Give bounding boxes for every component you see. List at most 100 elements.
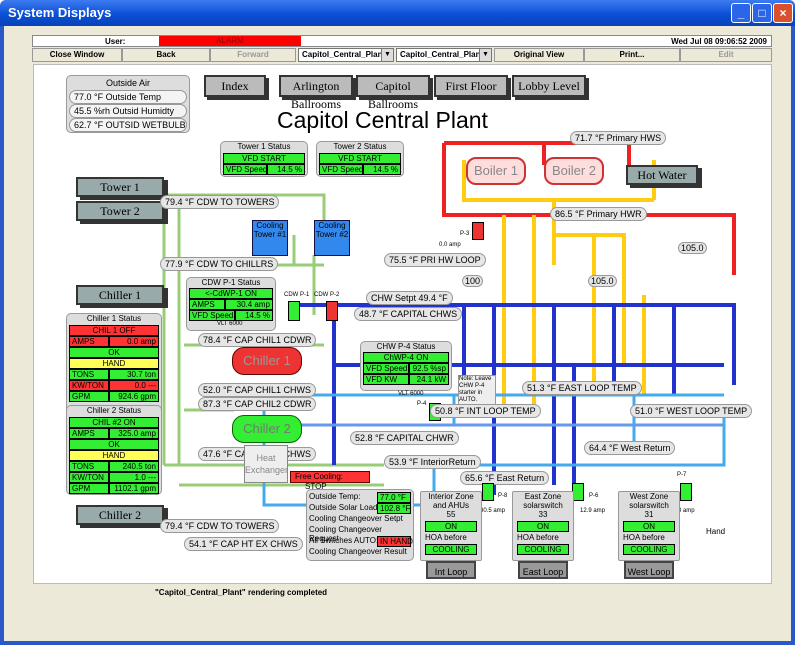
primary-hwr-temp: 86.5 °F Primary HWR: [550, 207, 647, 221]
int-loop-temp: 50.8 °F INT LOOP TEMP: [430, 404, 541, 418]
east-loop-button[interactable]: East Loop: [518, 561, 568, 579]
chiller-2-ok: OK: [69, 439, 159, 450]
chiller-1-button[interactable]: Chiller 1: [76, 285, 164, 305]
cc-result: Cooling Changeover Result: [309, 547, 407, 556]
west-zone-name: West Zone solarswitch: [629, 492, 669, 510]
chiller-2-title: Chiller 2 Status: [86, 406, 142, 415]
chevron-down-icon: ▼: [479, 49, 491, 61]
p7-pump-icon[interactable]: [680, 483, 692, 501]
west-return-temp: 64.4 °F West Return: [584, 441, 676, 455]
nav-arlington-ballrooms[interactable]: Arlington Ballrooms: [279, 75, 353, 111]
west-zone-hoa: HOA before: [623, 533, 665, 542]
east-return-temp: 65.6 °F East Return: [460, 471, 550, 485]
close-window-button[interactable]: Close Window: [32, 48, 122, 62]
chw-p4-vfd-label: VFD Speed: [363, 363, 409, 374]
interior-zone-mode: COOLING: [425, 544, 477, 555]
free-cooling-state[interactable]: STOP: [305, 482, 327, 491]
p3-amps: 0.0 amp: [439, 242, 461, 248]
chiller-2-button[interactable]: Chiller 2: [76, 505, 164, 525]
outside-air-title: Outside Air: [105, 78, 151, 88]
select-1-value: Capitol_Central_Plant: [302, 50, 386, 59]
west-zone-mode: COOLING: [623, 544, 675, 555]
chiller-1-gpm: 924.6 gpm: [109, 391, 159, 402]
interior-zone-hoa: HOA before: [425, 533, 467, 542]
minimize-icon[interactable]: _: [731, 3, 751, 23]
display-select-2[interactable]: Capitol_Central_Plant▼: [396, 48, 492, 62]
p8-pump-icon[interactable]: [482, 483, 494, 501]
cdw-to-towers-temp: 79.4 °F CDW TO TOWERS: [160, 195, 280, 209]
tower-2-title: Tower 2 Status: [333, 142, 387, 151]
cc-switches[interactable]: IN HAND: [377, 536, 413, 547]
east-zone-name: East Zone solarswitch: [523, 492, 563, 510]
boiler-1[interactable]: Boiler 1: [466, 157, 526, 185]
chiller-1[interactable]: Chiller 1: [232, 347, 302, 375]
cc-setpt: Cooling Changeover Setpt: [309, 514, 403, 523]
plant-graphic: Capitol Central Plant Index Arlington Ba…: [33, 64, 772, 584]
cdw-p2-pump-icon[interactable]: [326, 301, 338, 321]
chiller-1-amps-label: AMPS: [69, 336, 109, 347]
tower-2-vfd-speed: 14.5 %: [363, 164, 401, 175]
toolbar: Close Window Back Forward Capitol_Centra…: [32, 48, 772, 62]
chiller-2[interactable]: Chiller 2: [232, 415, 302, 443]
outside-air-panel: Outside Air 77.0 °F Outside Temp 45.5 %r…: [66, 75, 190, 133]
tower-1-status: Tower 1 Status VFD START VFD Speed 14.5 …: [220, 141, 308, 177]
chw-p4-kw-label: VFD KW: [363, 374, 409, 385]
back-button[interactable]: Back: [122, 48, 210, 62]
outside-temp: 77.0 °F Outside Temp: [69, 90, 187, 104]
cc-outside-temp: 77.0 °F: [377, 492, 411, 503]
edit-button[interactable]: Edit: [680, 48, 772, 62]
ht-ex-chws-temp: 54.1 °F CAP HT EX CHWS: [184, 537, 303, 551]
chiller-2-kwton-label: KW/TON: [69, 472, 109, 483]
east-zone-panel: East Zone solarswitch 33 ON HOA before C…: [512, 491, 574, 561]
heat-exchanger[interactable]: Heat Exchanger: [244, 445, 288, 483]
chiller-2-gpm: 1102.1 gpm: [109, 483, 159, 494]
chw-p4-status: CHW P-4 Status ChWP-4 ON VFD Speed 92.5 …: [360, 341, 452, 391]
cooling-tower-1[interactable]: Cooling Tower #1: [252, 220, 288, 256]
tower-1-vfd-start: VFD START: [223, 153, 305, 164]
east-zone-on: ON: [517, 521, 569, 532]
chw-setpt: CHW Setpt 49.4 °F: [366, 291, 453, 305]
maximize-icon[interactable]: □: [752, 3, 772, 23]
int-loop-button[interactable]: Int Loop: [426, 561, 476, 579]
close-icon[interactable]: ×: [773, 3, 793, 23]
tower-2-vfd-start: VFD START: [319, 153, 401, 164]
forward-button[interactable]: Forward: [210, 48, 296, 62]
p4-label: P-4: [417, 401, 427, 407]
boiler-2[interactable]: Boiler 2: [544, 157, 604, 185]
chiller-2-hand: HAND: [69, 450, 159, 461]
nav-capitol-ballrooms[interactable]: Capitol Ballrooms: [356, 75, 430, 111]
chiller-1-tons: 30.7 ton: [109, 369, 159, 380]
tower-1-button[interactable]: Tower 1: [76, 177, 164, 197]
west-zone-on: ON: [623, 521, 675, 532]
chevron-down-icon: ▼: [381, 49, 393, 61]
cdw-p2-label: CDW P-2: [314, 292, 340, 298]
chw-p4-vlt: VLT 6000: [398, 391, 424, 397]
p3-label: P-3: [460, 231, 470, 237]
alarm-indicator[interactable]: ALARM: [159, 36, 301, 46]
chiller-1-tons-label: TONS: [69, 369, 109, 380]
chw-p4-title: CHW P-4 Status: [376, 342, 436, 351]
display-select-1[interactable]: Capitol_Central_Plant▼: [298, 48, 394, 62]
chiller-2-kwton: 1.0 ---: [109, 472, 159, 483]
p3-pump-icon[interactable]: [472, 222, 484, 240]
original-view-button[interactable]: Original View: [494, 48, 584, 62]
cdw-p1-vfd-speed: 14.5 %: [235, 310, 273, 321]
east-zone-mode: COOLING: [517, 544, 569, 555]
nav-lobby-level[interactable]: Lobby Level: [512, 75, 586, 97]
west-loop-button[interactable]: West Loop: [624, 561, 674, 579]
nav-first-floor[interactable]: First Floor: [434, 75, 508, 97]
p7-amps: 11.8 amp: [670, 508, 695, 514]
cdw-p1-amps: 30.4 amp: [225, 299, 273, 310]
pri-hw-loop-temp: 75.5 °F PRI HW LOOP: [384, 253, 486, 267]
chiller-1-kwton: 0.0 ---: [109, 380, 159, 391]
print-button[interactable]: Print...: [584, 48, 680, 62]
cc-switches-label: All Switches AUTO:: [309, 536, 379, 545]
cdw-p1-pump-icon[interactable]: [288, 301, 300, 321]
tower-2-button[interactable]: Tower 2: [76, 201, 164, 221]
nav-index[interactable]: Index: [204, 75, 266, 97]
cooling-tower-2[interactable]: Cooling Tower #2: [314, 220, 350, 256]
hand-label: Hand: [706, 527, 726, 536]
hot-water-button[interactable]: Hot Water: [626, 165, 698, 185]
west-zone-panel: West Zone solarswitch 31 ON HOA before C…: [618, 491, 680, 561]
chil1-chws-temp: 52.0 °F CAP CHIL1 CHWS: [198, 383, 316, 397]
